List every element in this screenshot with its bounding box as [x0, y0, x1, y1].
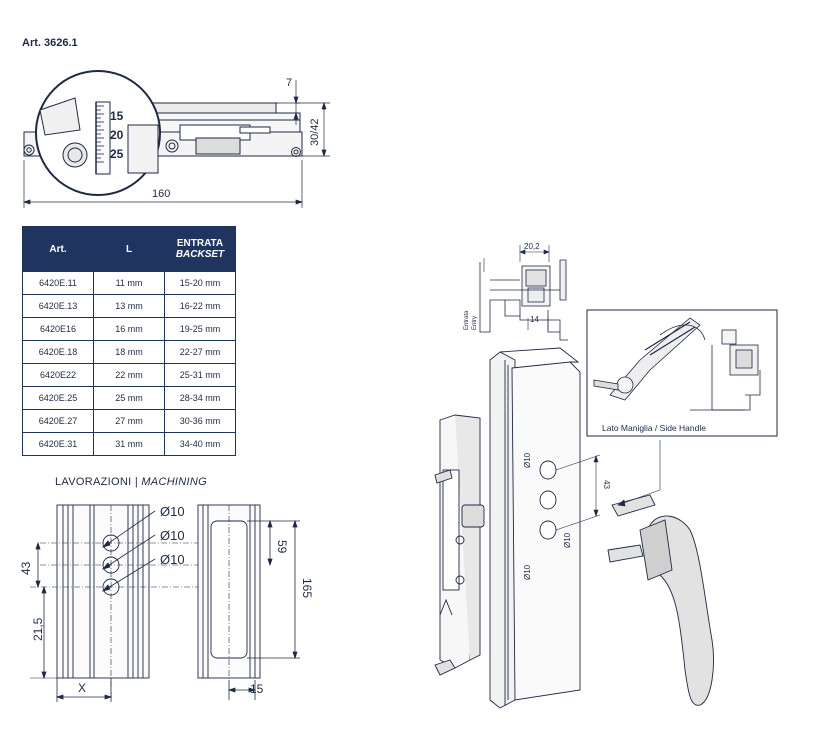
top-rail [149, 102, 277, 114]
cell-art: 6420E.18 [22, 340, 94, 364]
label-entry: Entry [472, 316, 478, 330]
side-handle-callout: Lato Maniglia / Side Handle [586, 309, 778, 437]
cell-l: 11 mm [93, 271, 165, 295]
cell-l: 16 mm [93, 317, 165, 341]
dim-59: 59 [275, 540, 289, 554]
col-header-backset-en: BACKSET [175, 249, 225, 260]
cell-l: 25 mm [93, 386, 165, 410]
profile-side-view [197, 504, 261, 680]
col-header-backset: ENTRATA BACKSET [164, 226, 236, 272]
dia-label-1: Ø10 [160, 504, 185, 519]
col-header-art: Art. [22, 226, 94, 272]
cell-art: 6420E.25 [22, 386, 94, 410]
dim-height-30-42: 30/42 [309, 118, 321, 146]
dim-14: 14 [530, 315, 539, 324]
iso-dim-43: 43 [602, 480, 611, 489]
dim-top-7: 7 [286, 77, 292, 89]
cell-backset: 16-22 mm [164, 294, 236, 318]
handle-icon [607, 494, 714, 706]
iso-hole-1 [539, 460, 557, 480]
machining-title: LAVORAZIONI | MACHINING [55, 476, 207, 488]
section-drawing: 20,2 14 Entrata Entry [464, 242, 568, 341]
scale-label-15: 15 [110, 109, 124, 123]
cell-l: 27 mm [93, 409, 165, 433]
cell-backset: 28-34 mm [164, 386, 236, 410]
dim-43-left: 43 [19, 561, 33, 575]
screw-left [23, 144, 35, 156]
cell-l: 31 mm [93, 432, 165, 456]
col-header-entrata: ENTRATA [176, 238, 224, 249]
table-header-row: Art. L ENTRATA BACKSET [22, 226, 236, 272]
cell-art: 6420E.27 [22, 409, 94, 433]
cell-art: 6420E.31 [22, 432, 94, 456]
scale-label-25: 25 [110, 147, 124, 161]
magnifier-detail: 15 20 25 [35, 70, 161, 196]
profile-extrusion [489, 351, 516, 709]
iso-assembly-view: Ø10 Ø10 Ø10 43 [434, 347, 714, 709]
cell-art: 6420E.13 [22, 294, 94, 318]
label-entrata: Entrata [464, 310, 470, 330]
machining-title-en: MACHINING [141, 476, 207, 488]
dim-length-160: 160 [152, 188, 170, 200]
col-header-l: L [93, 226, 165, 272]
profile-front-view [30, 504, 200, 700]
iso-dia-c: Ø10 [523, 564, 532, 580]
callout-label: Lato Maniglia / Side Handle [602, 423, 706, 433]
cell-art: 6420E22 [22, 363, 94, 387]
cell-backset: 25-31 mm [164, 363, 236, 387]
scale-label-20: 20 [110, 128, 124, 142]
cell-l: 18 mm [93, 340, 165, 364]
dim-x: X [78, 681, 86, 695]
cell-art: 6420E16 [22, 317, 94, 341]
iso-hole-3 [539, 520, 557, 540]
dim-20-2: 20,2 [524, 242, 540, 251]
dia-label-3: Ø10 [160, 552, 185, 567]
screw-mid [165, 139, 179, 153]
cell-art: 6420E.11 [22, 271, 94, 295]
machining-drawing: Ø10 Ø10 Ø10 43 21,5 X 59 165 15 [19, 504, 314, 702]
cell-backset: 22-27 mm [164, 340, 236, 364]
dim-15: 15 [250, 682, 264, 696]
dim-21-5: 21,5 [31, 617, 45, 641]
cell-backset: 15-20 mm [164, 271, 236, 295]
iso-hole-2 [539, 490, 557, 510]
cell-l: 13 mm [93, 294, 165, 318]
machining-title-sep: | [134, 476, 138, 488]
dia-label-2: Ø10 [160, 528, 185, 543]
screw-right [291, 147, 301, 157]
iso-dia-b: Ø10 [563, 532, 572, 548]
cell-l: 22 mm [93, 363, 165, 387]
iso-dia-a: Ø10 [523, 452, 532, 468]
cell-backset: 19-25 mm [164, 317, 236, 341]
cell-backset: 34-40 mm [164, 432, 236, 456]
top-mechanism-drawing: 15 20 25 160 7 30/42 [22, 70, 330, 208]
cell-backset: 30-36 mm [164, 409, 236, 433]
dim-165: 165 [300, 578, 314, 598]
machining-title-it: LAVORAZIONI [55, 476, 132, 488]
article-title: Art. 3626.1 [22, 37, 78, 49]
